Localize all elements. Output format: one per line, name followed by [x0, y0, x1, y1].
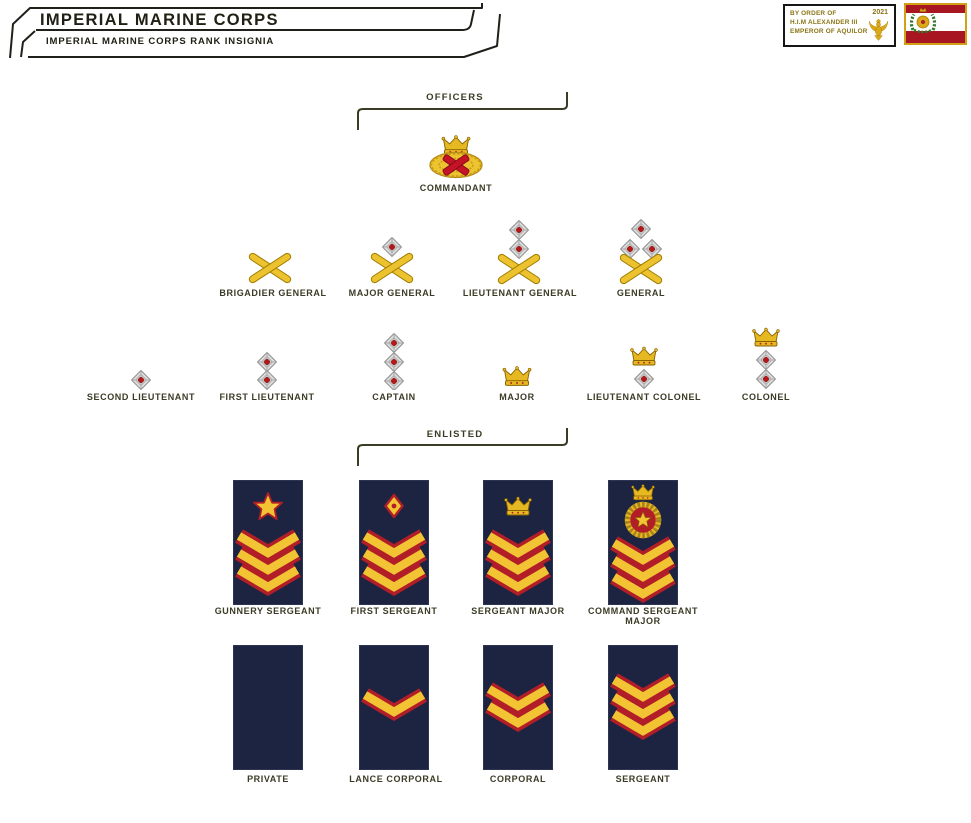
enlisted-section-bracket	[357, 428, 568, 466]
rank-label-sergeant-major: SERGEANT MAJOR	[471, 606, 565, 616]
lance-corporal-insignia-icon	[359, 645, 429, 770]
second-lieutenant-insignia-icon	[131, 370, 151, 390]
rank-label-brigadier-general: BRIGADIER GENERAL	[219, 288, 327, 298]
rank-label-private: PRIVATE	[247, 774, 289, 784]
rank-label-corporal: CORPORAL	[489, 774, 547, 784]
rank-label-major: MAJOR	[499, 392, 535, 402]
rank-label-first-sergeant: FIRST SERGEANT	[350, 606, 438, 616]
rank-label-second-lieutenant: SECOND LIEUTENANT	[86, 392, 196, 402]
rank-label-general: GENERAL	[616, 288, 666, 298]
brigadier-general-insignia-icon	[247, 251, 293, 285]
corporal-insignia-icon	[483, 645, 553, 770]
major-insignia-icon	[502, 366, 532, 386]
first-lieutenant-insignia-icon	[257, 352, 277, 390]
page-subtitle: IMPERIAL MARINE CORPS RANK INSIGNIA	[46, 36, 275, 47]
commandant-insignia-icon	[424, 132, 488, 184]
colonel-insignia-icon	[752, 327, 780, 389]
rank-label-captain: CAPTAIN	[372, 392, 416, 402]
rank-label-commandant: COMMANDANT	[419, 183, 493, 193]
imperial-eagle-icon	[869, 19, 889, 41]
order-box-line2: H.I.M ALEXANDER III	[790, 19, 858, 26]
general-insignia-icon	[618, 219, 664, 286]
rank-label-gunnery-sergeant: GUNNERY SERGEANT	[214, 606, 322, 616]
title-block-border	[9, 3, 501, 59]
gunnery-sergeant-insignia-icon	[233, 480, 303, 605]
sergeant-major-insignia-icon	[483, 480, 553, 605]
flag-stripe-red-top	[906, 5, 965, 14]
first-sergeant-insignia-icon	[359, 480, 429, 605]
imperial-flag	[904, 3, 967, 45]
lieutenant-general-insignia-icon	[496, 220, 542, 286]
rank-label-lieutenant-general: LIEUTENANT GENERAL	[462, 288, 578, 298]
rank-label-lieutenant-colonel: LIEUTENANT COLONEL	[586, 392, 702, 402]
command-sergeant-major-insignia-icon	[608, 480, 678, 605]
rank-label-sergeant: SERGEANT	[615, 774, 671, 784]
order-box-line3: EMPEROR OF AQUILOR	[790, 28, 868, 35]
private-insignia-icon	[233, 645, 303, 770]
captain-insignia-icon	[384, 333, 404, 390]
rank-label-first-lieutenant: FIRST LIEUTENANT	[219, 392, 315, 402]
rank-label-major-general: MAJOR GENERAL	[348, 288, 436, 298]
rank-label-colonel: COLONEL	[741, 392, 791, 402]
lieutenant-colonel-insignia-icon	[630, 346, 658, 389]
page-title: IMPERIAL MARINE CORPS	[40, 11, 279, 29]
enlisted-section-label: ENLISTED	[426, 429, 484, 440]
officers-section-bracket	[357, 92, 568, 130]
major-general-insignia-icon	[369, 237, 415, 285]
officers-section-label: OFFICERS	[426, 92, 484, 103]
order-box: BY ORDER OF H.I.M ALEXANDER III EMPEROR …	[783, 4, 896, 47]
order-box-year: 2021	[872, 9, 888, 16]
rank-label-lance-corporal: LANCE CORPORAL	[349, 774, 443, 784]
flag-stripe-red-bottom	[906, 30, 965, 43]
sergeant-insignia-icon	[608, 645, 678, 770]
rank-label-command-sergeant-major: COMMAND SERGEANT MAJOR	[587, 606, 699, 627]
order-box-line1: BY ORDER OF	[790, 10, 837, 17]
flag-eagle-emblem-icon	[909, 6, 937, 34]
